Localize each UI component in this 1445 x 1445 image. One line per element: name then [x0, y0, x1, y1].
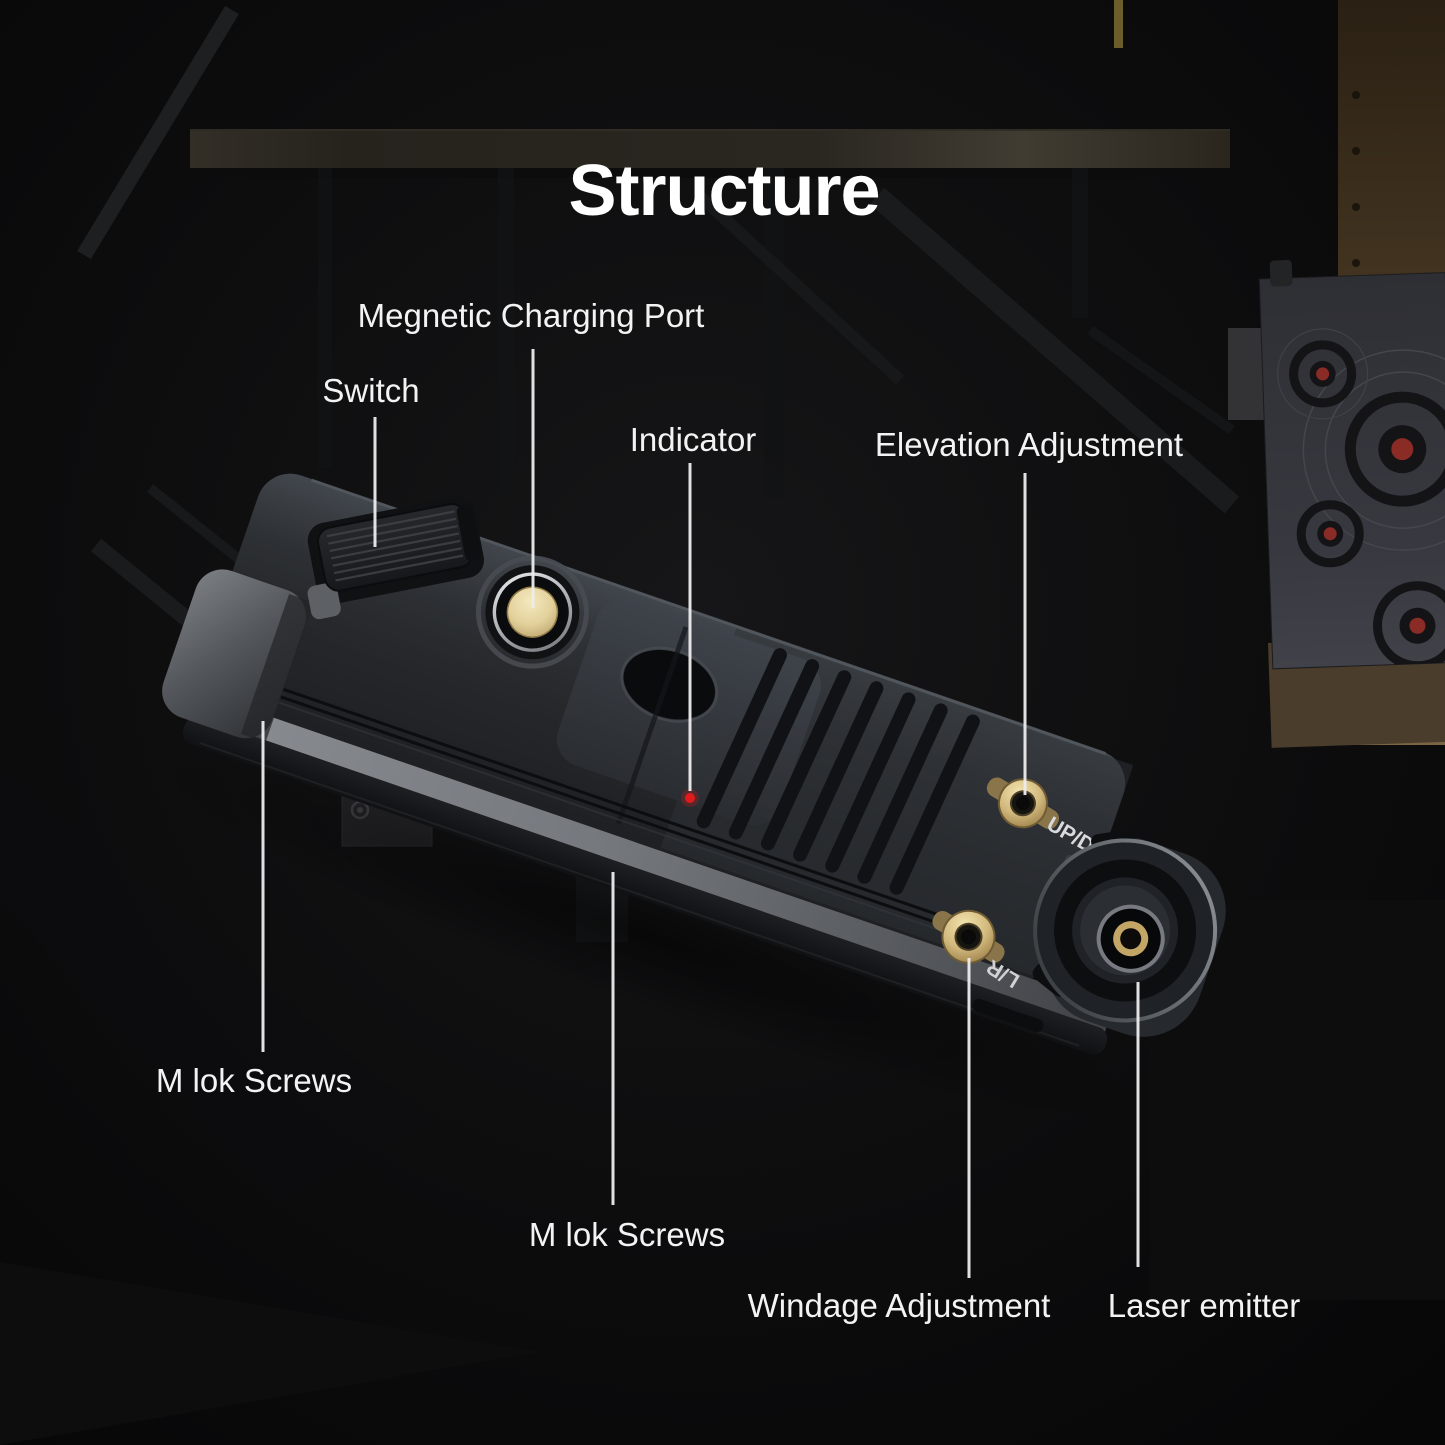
walkway-beam — [190, 131, 1230, 168]
floor-shade — [0, 770, 430, 1200]
mlok-slot — [229, 665, 983, 944]
leader-lines — [261, 349, 1140, 1278]
floor-edge — [0, 1262, 540, 1445]
mount-hole — [623, 649, 715, 720]
cap-slot — [972, 998, 1044, 1033]
bullseye — [1296, 500, 1364, 568]
rail-edge — [199, 742, 1080, 1047]
bottom-rail — [182, 717, 1108, 1055]
bullseye — [1289, 340, 1357, 408]
walkway-shadow — [190, 168, 1230, 178]
port-gold-pad — [506, 586, 559, 638]
light-sliver — [1114, 0, 1123, 48]
laser-emitter — [1096, 904, 1165, 973]
laser-diode-gold — [1113, 921, 1149, 957]
device-shadow — [139, 749, 1163, 1126]
scoring-ring — [1324, 371, 1445, 529]
grip-ribs — [696, 648, 980, 895]
bullseye — [1344, 391, 1445, 507]
laser-sight-device: UP/D L/R — [162, 473, 1226, 1055]
switch — [307, 496, 485, 620]
walkway-edge-highlight — [190, 129, 1230, 132]
windage-screw — [932, 909, 1005, 964]
rail-post — [498, 168, 514, 498]
rail-post — [764, 168, 784, 498]
switch-ridges — [326, 510, 464, 582]
stair-stringer — [1087, 325, 1235, 435]
binder-clip — [1269, 260, 1293, 287]
indicator-dot — [681, 789, 699, 807]
stair-stringer — [695, 191, 905, 385]
scoring-ring — [1302, 349, 1445, 551]
rail-post — [1072, 168, 1088, 318]
mount-hole-rim — [620, 646, 719, 723]
switch-bracket — [307, 582, 341, 620]
switch-end — [456, 505, 482, 562]
charging-port — [475, 555, 589, 669]
rail-post — [318, 168, 332, 468]
scoring-ring — [1277, 328, 1369, 420]
stair-stringer — [869, 187, 1240, 514]
ceiling-beam — [77, 5, 239, 260]
body-seam — [615, 626, 689, 825]
front-cap — [972, 829, 1226, 1037]
paper-target — [1258, 260, 1445, 748]
bevel-band — [183, 689, 1114, 1032]
elevation-screw — [986, 777, 1060, 830]
tail-cap-shade — [240, 593, 314, 743]
